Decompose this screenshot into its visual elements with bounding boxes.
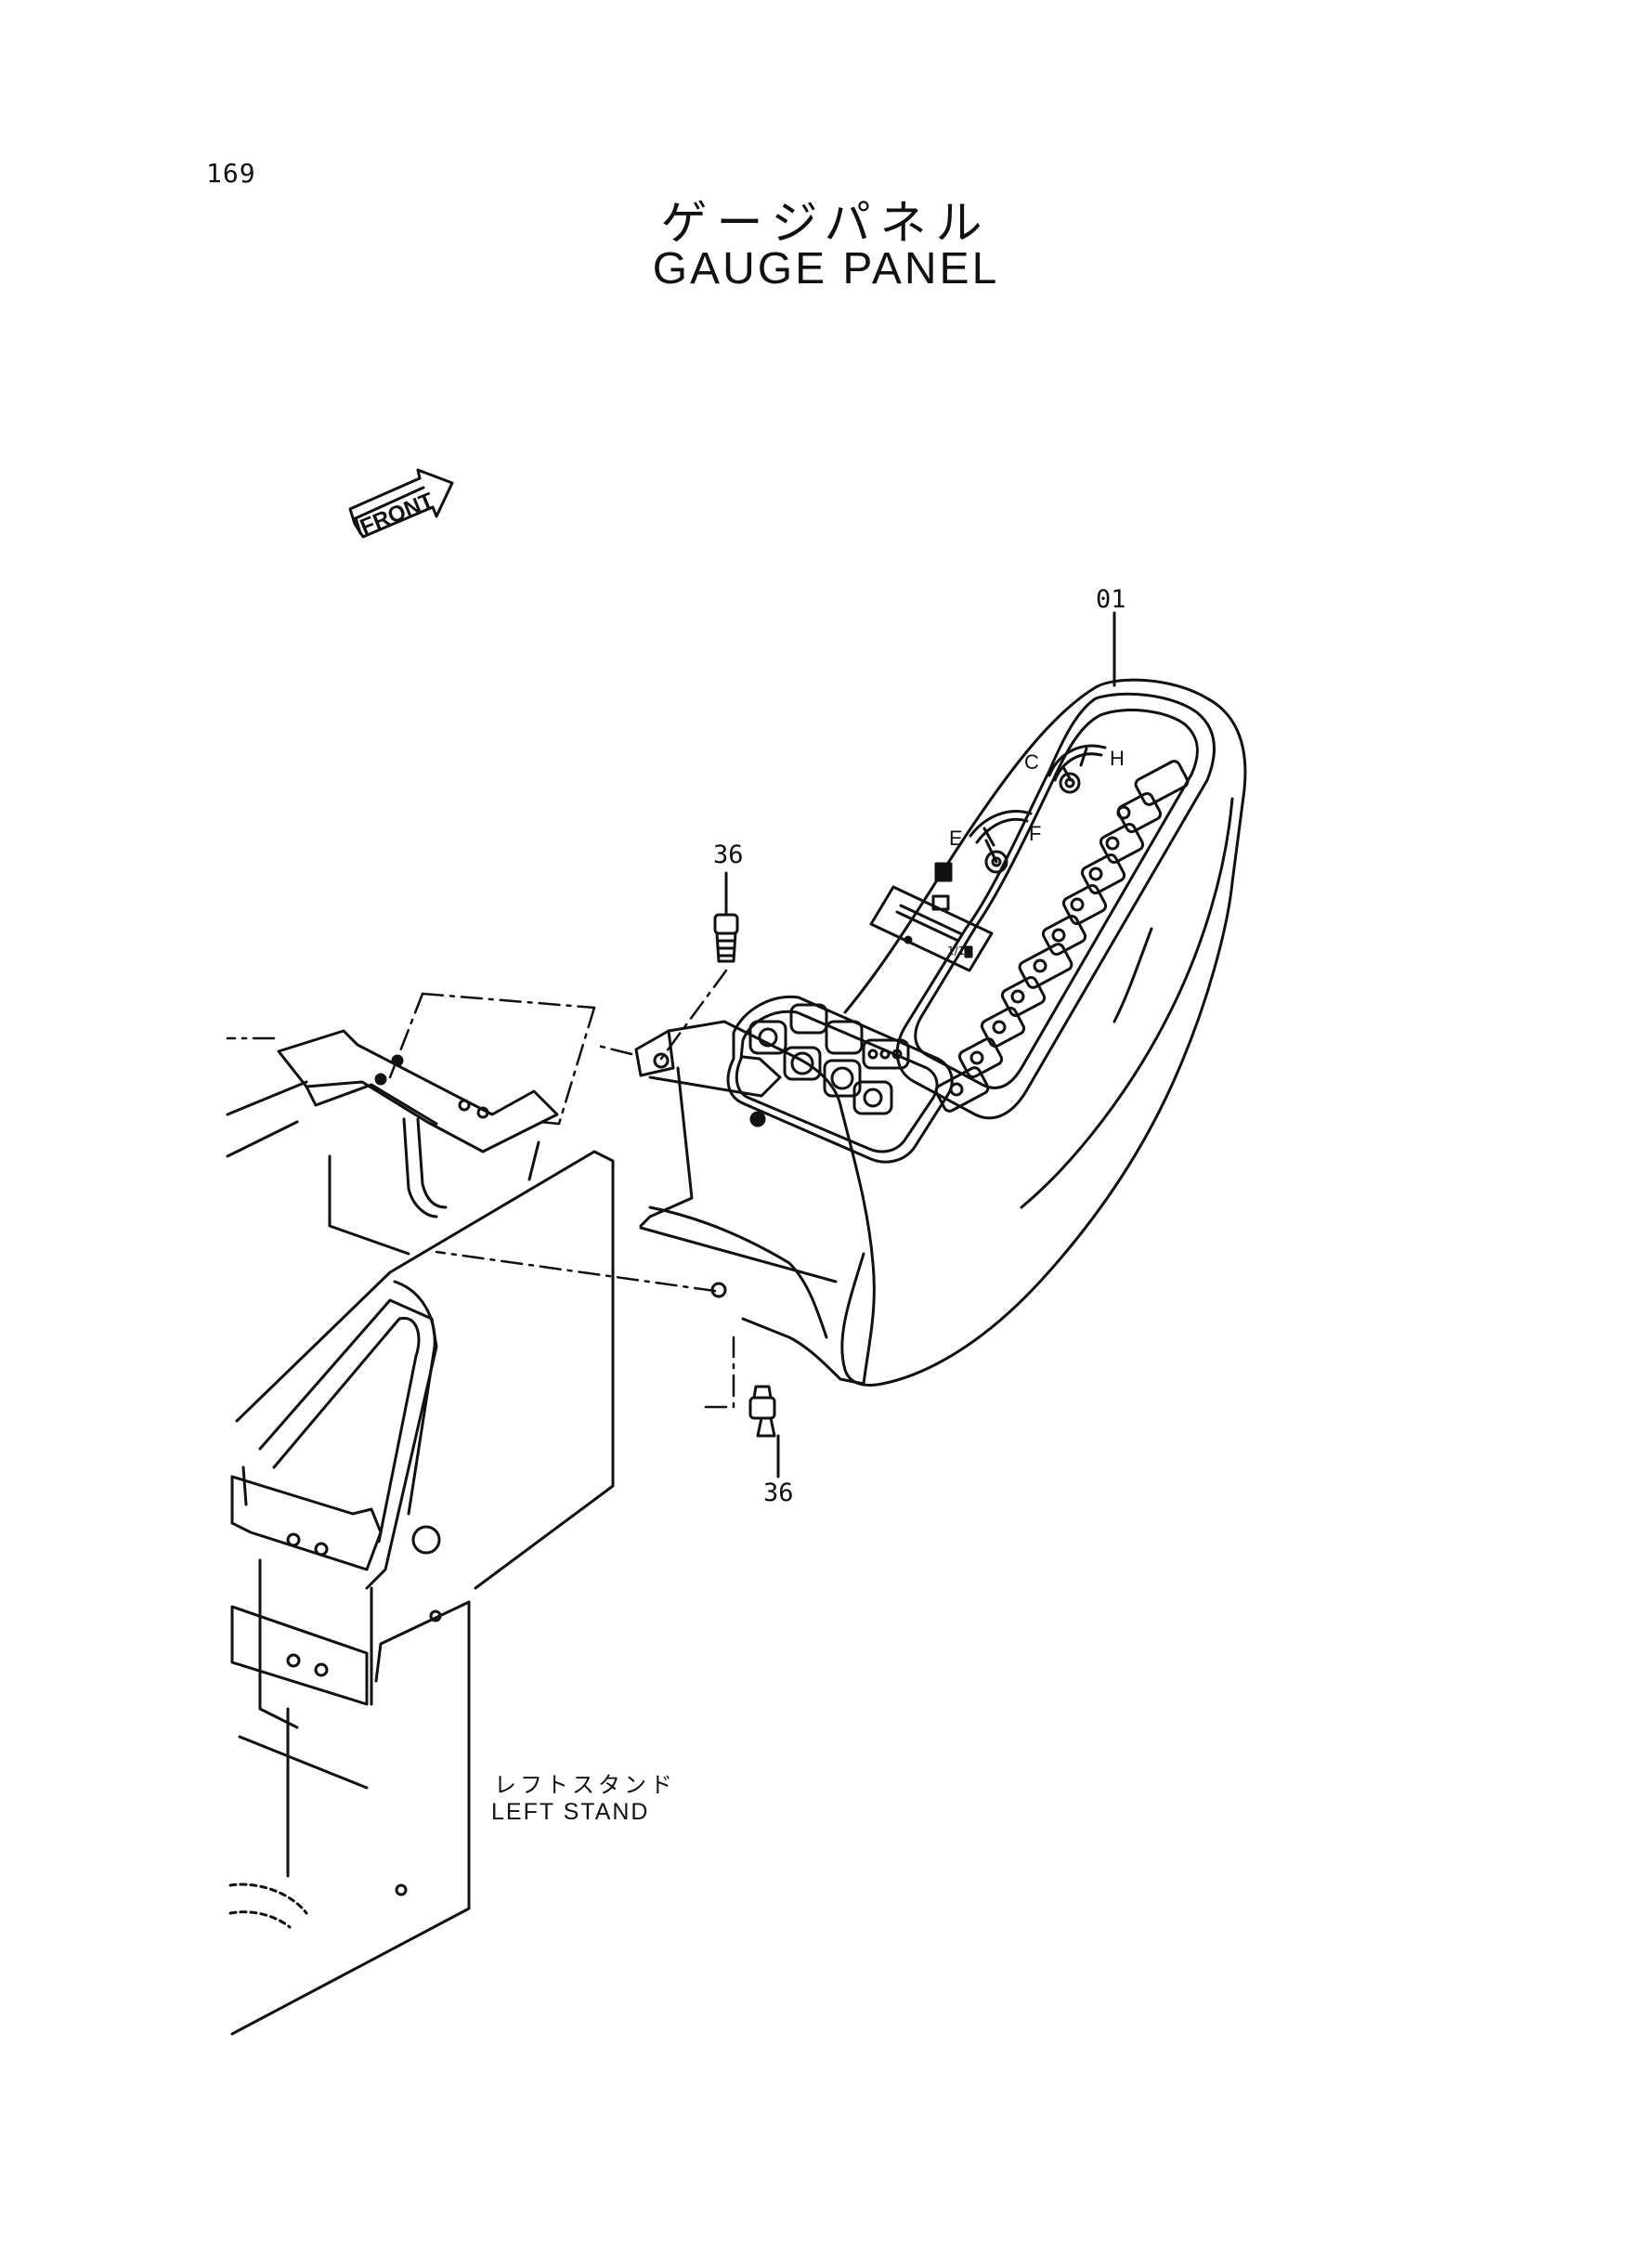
front-arrow-icon: FRONT bbox=[348, 468, 454, 541]
left-stand-label-japanese: レフトスタンド bbox=[494, 1772, 676, 1798]
switch-panel bbox=[726, 995, 954, 1164]
callout-bolt-upper-36: 36 bbox=[713, 840, 744, 869]
callout-panel-01: 01 bbox=[1096, 585, 1126, 614]
bolt-icon bbox=[713, 913, 739, 963]
temp-gauge-low-label: C bbox=[1024, 750, 1039, 774]
left-stand-icon bbox=[226, 1029, 615, 2036]
page-title: GAUGE PANEL bbox=[652, 244, 1000, 293]
fuel-gauge-full-label: F bbox=[1029, 822, 1041, 845]
bolt-lower-icon bbox=[748, 1385, 776, 1438]
fuel-gauge-empty-label: E bbox=[949, 827, 963, 850]
left-stand-label: LEFT STAND bbox=[491, 1799, 650, 1825]
page-number: 169 bbox=[206, 158, 256, 189]
front-marker-label: FRONT bbox=[357, 488, 437, 540]
page-title-japanese: ゲージパネル bbox=[660, 196, 992, 250]
indicator-lamp-column bbox=[934, 760, 1190, 1113]
temp-gauge-high-label: H bbox=[1110, 747, 1125, 770]
gauge-panel-icon: C H E F 1/10 bbox=[634, 678, 1247, 1387]
callout-bolt-lower-36: 36 bbox=[763, 1479, 794, 1507]
